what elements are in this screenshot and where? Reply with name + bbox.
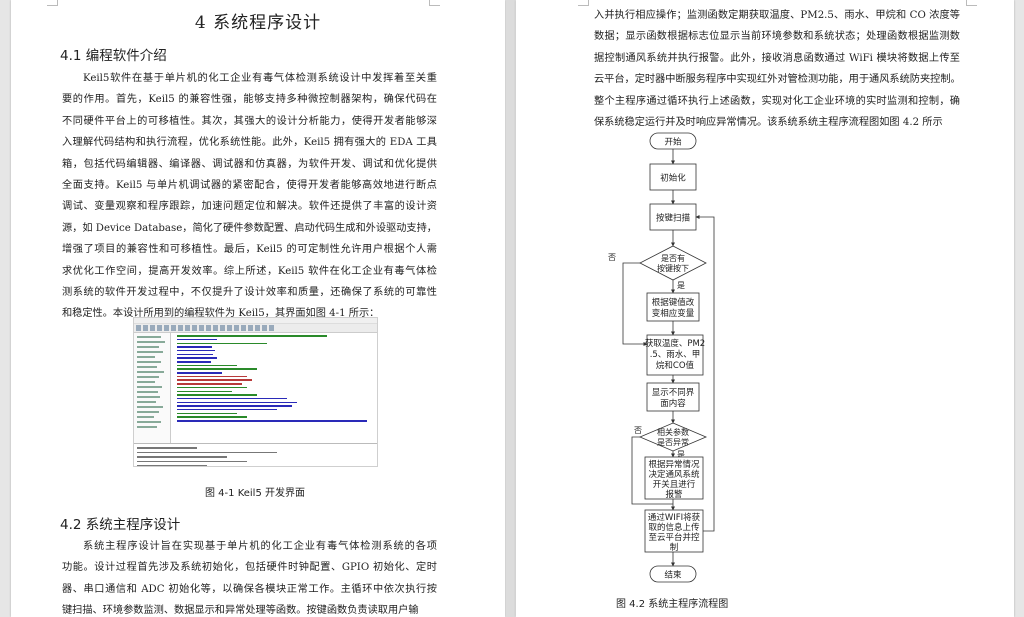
paragraph-line: 不同硬件平台上的可移植性。其次，其强大的设计分析能力，使得开发者能够深	[62, 115, 437, 127]
paragraph-line: 入并执行相应操作；监测函数定期获取温度、PM2.5、雨水、甲烷和 CO 浓度等	[594, 10, 960, 21]
figure-4-2-caption: 图 4.2 系统主程序流程图	[616, 599, 729, 610]
paragraph-line: 测系统的软件开发过程中，不仅提升了设计效率和质量，还确保了系统的可靠性	[62, 287, 437, 299]
change-variable-label: 根据键值改	[652, 297, 695, 308]
init-label: 初始化	[660, 173, 686, 184]
wifi-upload-label: 通过WIFI将获	[648, 512, 701, 523]
keil-menubar	[134, 318, 377, 324]
paragraph-line: 源，如 Device Database，简化了硬件参数配置、启动代码生成和外设驱…	[62, 222, 437, 234]
key-pressed-label: 是否有	[661, 253, 685, 263]
paragraph-line: 和稳定性。本设计所用到的编程软件为 Keil5，其界面如图 4-1 所示：	[62, 308, 380, 320]
acquire-data-label: 获取温度、PM2	[645, 338, 705, 349]
key-scan-box	[649, 203, 697, 231]
keil-project-tree	[134, 333, 171, 443]
paragraph-line: 箱，包括代码编辑器、编译器、调试器和仿真器，为软件开发、调试和优化提供	[62, 158, 437, 170]
crop-mark	[47, 0, 58, 6]
paragraph-line: 增强了项目的兼容性和可移植性。最后，Keil5 的可定制性允许用户根据个人需	[62, 244, 437, 256]
key-no-label: 否	[608, 253, 616, 262]
abnormal-yes-label: 是	[677, 450, 685, 459]
end-label: 结束	[664, 570, 682, 581]
ventilation-alarm-box	[644, 456, 704, 500]
wifi-upload-label: 取的信息上传	[648, 522, 700, 533]
display-box	[646, 382, 700, 412]
chapter-title: 4 系统程序设计	[194, 13, 322, 33]
paragraph-line: Keil5软件在基于单片机的化工企业有毒气体检测系统设计中发挥着至关重	[83, 73, 437, 84]
paragraph-line: 调试、变量观察和程序跟踪，加速问题定位和解决。软件还提供了丰富的设计资	[62, 201, 437, 213]
change-variable-box	[646, 292, 700, 322]
key-pressed-label: 按键按下	[657, 263, 689, 273]
main-program-flowchart: 开始 初始化 按键扫描 是否有 按键按下 是 否 根据键值改 变相应变量 获取温…	[608, 132, 715, 583]
paragraph-line: 整个主程序通过循环执行上述函数，实现对化工企业环境的实时监测和控制，确	[594, 95, 960, 107]
paragraph-line: 功能。设计过程首先涉及系统初始化，包括硬件时钟配置、GPIO 初始化、定时	[62, 562, 437, 574]
display-label: 面内容	[660, 398, 686, 409]
key-pressed-decision	[639, 245, 707, 281]
paragraph-line: 系统主程序设计旨在实现基于单片机的化工企业有毒气体检测系统的各项	[83, 541, 437, 552]
crop-mark	[966, 0, 977, 6]
display-label: 显示不同界	[652, 388, 695, 398]
section-4-2-title: 4.2 系统主程序设计	[60, 517, 181, 533]
ventilation-alarm-label: 报警	[665, 489, 683, 500]
keil5-screenshot	[133, 317, 378, 467]
init-box	[649, 163, 697, 191]
paragraph-line: 器、串口通信和 ADC 初始化等，以确保各模块正常工作。主循环中依次执行按	[62, 583, 437, 595]
acquire-data-box	[646, 334, 704, 376]
crop-mark	[578, 0, 589, 6]
paragraph-line: 保系统稳定运行并及时响应异常情况。该系统系统主程序流程图如图 4.2 所示	[594, 117, 943, 129]
paragraph-line: 要的作用。首先，Keil5 的兼容性强，能够支持多种微控制器架构，确保代码在	[62, 94, 437, 106]
wifi-upload-label: 至云平台并控	[648, 532, 700, 543]
section-4-1-paragraph: Keil5软件在基于单片机的化工企业有毒气体检测系统设计中发挥着至关重要的作用。…	[62, 68, 437, 325]
acquire-data-label: 烷和CO值	[656, 360, 695, 371]
wifi-upload-label: 制	[670, 542, 679, 553]
ventilation-alarm-label: 决定通风系统	[648, 469, 700, 480]
left-page: 4 系统程序设计 4.1 编程软件介绍 Keil5软件在基于单片机的化工企业有毒…	[11, 0, 505, 617]
change-variable-label: 变相应变量	[652, 308, 695, 319]
right-paragraph: 入并执行相应操作；监测函数定期获取温度、PM2.5、雨水、甲烷和 CO 浓度等数…	[594, 5, 961, 133]
key-scan-label: 按键扫描	[656, 213, 691, 224]
paragraph-line: 入理解代码结构和执行流程，优化系统性能。此外，Keil5 拥有强大的 EDA 工…	[62, 137, 437, 149]
paragraph-line: 数据；显示函数根据标志位显示当前环境参数和系统状态；处理函数根据监测数	[594, 31, 960, 43]
key-yes-label: 是	[677, 281, 685, 290]
right-page: 入并执行相应操作；监测函数定期获取温度、PM2.5、雨水、甲烷和 CO 浓度等数…	[516, 0, 1014, 617]
keil-build-output	[134, 443, 377, 466]
ventilation-alarm-label: 根据异常情况	[648, 459, 700, 470]
start-label: 开始	[664, 137, 682, 148]
abnormal-label: 相关参数	[657, 427, 689, 437]
paragraph-line: 云平台，定时器中断服务程序中实现红外对管检测功能，用于通风系统防夹控制。	[594, 74, 961, 86]
end-terminal	[649, 565, 697, 583]
paragraph-line: 键扫描、环境参数监测、数据显示和异常处理等函数。按键函数负责读取用户输	[62, 605, 419, 617]
paragraph-line: 求优化工作空间，提高开发效率。综上所述，Keil5 软件在化工企业有毒气体检	[62, 265, 437, 277]
figure-4-1-caption: 图 4-1 Keil5 开发界面	[205, 488, 305, 499]
keil-code-editor	[171, 333, 377, 443]
acquire-data-label: .5、雨水、甲	[650, 349, 701, 360]
crop-mark	[429, 0, 440, 6]
paragraph-line: 全面支持。Keil5 与单片机调试器的紧密配合，使得开发者能够高效地进行断点	[62, 180, 437, 192]
ventilation-alarm-label: 开关且进行	[653, 479, 696, 490]
abnormal-label: 是否异常	[657, 438, 689, 447]
section-4-2-paragraph: 系统主程序设计旨在实现基于单片机的化工企业有毒气体检测系统的各项功能。设计过程首…	[62, 536, 437, 617]
abnormal-no-label: 否	[634, 426, 642, 435]
keil-toolbar	[134, 324, 377, 333]
section-4-1-title: 4.1 编程软件介绍	[60, 48, 167, 64]
page-gap	[506, 0, 515, 617]
paragraph-line: 据控制通风系统并执行报警。此外，接收消息函数通过 WiFi 模块将数据上传至	[594, 52, 960, 64]
